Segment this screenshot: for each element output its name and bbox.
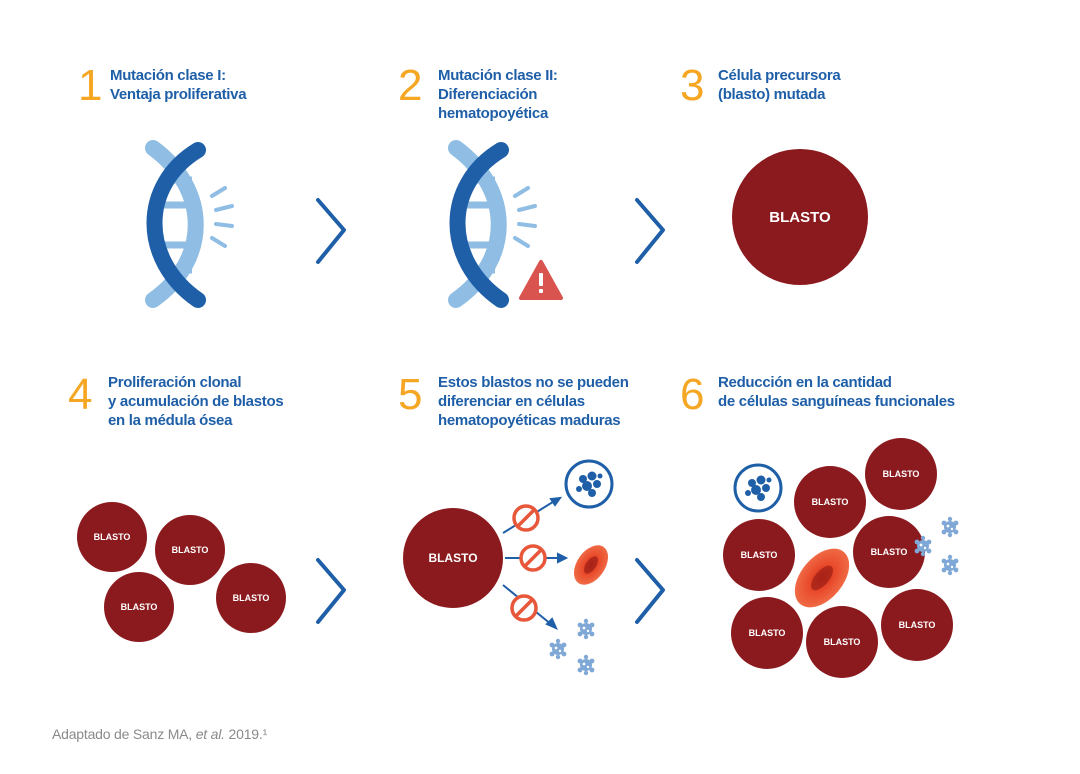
step-title-line: Célula precursora [718,67,841,84]
forbidden-icon [519,544,547,572]
step-title: Reducción en la cantidad de células sang… [718,373,955,411]
blast-cell: BLASTO [77,502,147,572]
platelet-icon [941,516,959,538]
step-title-line: Mutación clase I: [110,67,226,84]
red-blood-cell-icon [573,545,609,585]
blast-label: BLASTO [233,593,270,603]
blast-label: BLASTO [749,628,786,638]
blast-label: BLASTO [769,209,831,226]
forbidden-icon [512,504,540,532]
blast-label: BLASTO [899,620,936,630]
blast-cell: BLASTO [732,149,868,285]
step-title-line: de células sanguíneas funcionales [718,393,955,410]
step-title: Mutación clase II: Diferenciación hemato… [438,66,558,123]
step-title-line: en la médula ósea [108,412,233,429]
blast-cell: BLASTO [794,466,866,538]
blast-label: BLASTO [94,532,131,542]
blast-label: BLASTO [172,545,209,555]
source-citation: Adaptado de Sanz MA, et al. 2019.¹ [52,726,267,742]
step-title: Estos blastos no se pueden diferenciar e… [438,373,629,430]
chevron-right-icon [635,198,665,264]
blast-label: BLASTO [428,551,477,565]
chevron-right-icon [316,558,346,624]
warning-icon [519,260,563,300]
step-number: 4 [68,370,93,419]
blast-cell: BLASTO [104,572,174,642]
chevron-right-icon [316,198,346,264]
step-title-line: hematopoyética [438,105,548,122]
forbidden-icon [510,594,538,622]
step-title: Mutación clase I: Ventaja proliferativa [110,66,247,104]
red-blood-cell-icon [794,548,850,608]
step-title-line: hematopoyéticas maduras [438,412,621,429]
blast-cell: BLASTO [155,515,225,585]
blast-cell: BLASTO [806,606,878,678]
step-title-line: diferenciar en células [438,393,585,410]
step-title-line: Proliferación clonal [108,374,242,391]
step-number: 1 [78,61,103,110]
blast-cell: BLASTO [403,508,503,608]
blast-label: BLASTO [883,469,920,479]
blast-label: BLASTO [121,602,158,612]
blast-label: BLASTO [741,550,778,560]
citation-year: 2019.¹ [224,726,268,742]
step-title: Célula precursora (blasto) mutada [718,66,841,104]
citation-text: Adaptado de Sanz MA, [52,726,196,742]
step-number: 2 [398,61,423,110]
step-number: 5 [398,370,423,419]
blast-label: BLASTO [824,637,861,647]
step-title-line: Reducción en la cantidad [718,374,892,391]
step-title: Proliferación clonal y acumulación de bl… [108,373,284,430]
step-title-line: y acumulación de blastos [108,393,284,410]
platelet-icon [577,654,595,676]
step-title-line: Estos blastos no se pueden [438,374,629,391]
step-title-line: Ventaja proliferativa [110,86,247,103]
chevron-right-icon [635,558,665,624]
step-title-line: Diferenciación [438,86,538,103]
blast-cell: BLASTO [723,519,795,591]
dna-icon [145,140,234,308]
white-blood-cell-icon [733,463,783,513]
blast-label: BLASTO [812,497,849,507]
platelet-icon [941,554,959,576]
blast-cell: BLASTO [731,597,803,669]
step-number: 3 [680,61,705,110]
platelet-icon [549,638,567,660]
blast-cell: BLASTO [865,438,937,510]
white-blood-cell-icon [564,459,614,509]
blast-cell: BLASTO [216,563,286,633]
dna-icon [448,140,537,308]
blast-cell: BLASTO [881,589,953,661]
platelet-icon [577,618,595,640]
step-number: 6 [680,370,705,419]
step-title-line: (blasto) mutada [718,86,826,103]
step-title-line: Mutación clase II: [438,67,558,84]
citation-etal: et al. [195,726,225,742]
blast-label: BLASTO [871,547,908,557]
blast-cell: BLASTO [853,516,925,588]
